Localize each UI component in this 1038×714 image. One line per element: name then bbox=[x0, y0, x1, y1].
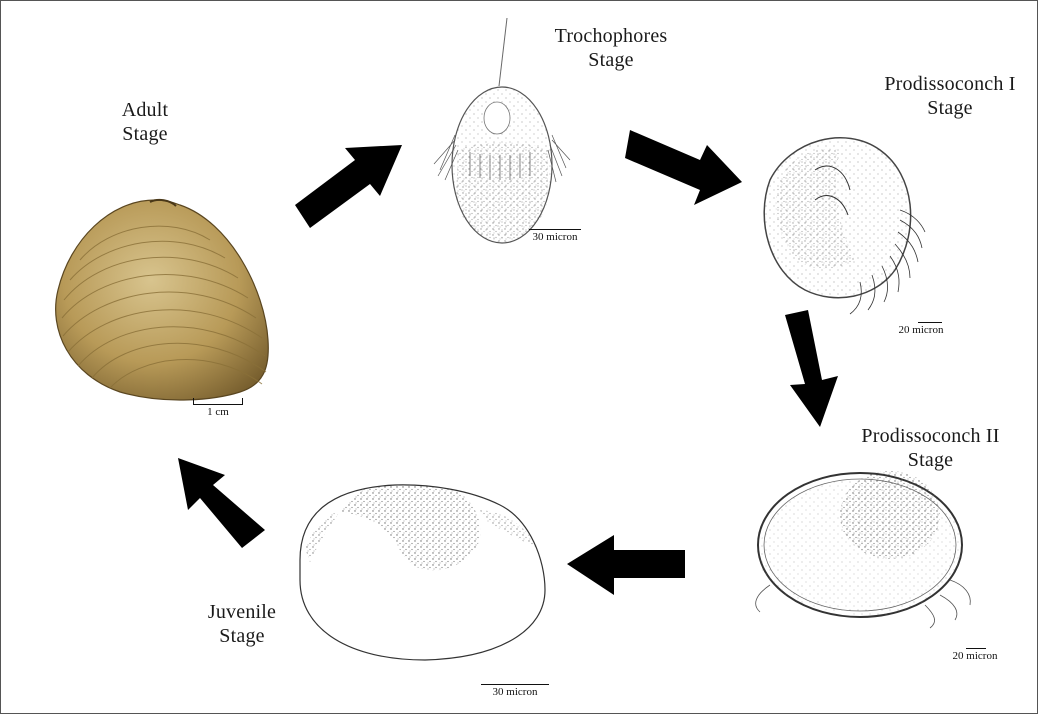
prodissoconch-i-stage-label: Prodissoconch I Stage bbox=[860, 72, 1038, 120]
prodissoconch-i-scale-label: 20 micron bbox=[899, 324, 944, 336]
prodissoconch-ii-scale-label: 20 micron bbox=[953, 650, 998, 662]
prodissoconch-ii-stage-label-line1: Prodissoconch II bbox=[838, 424, 1023, 448]
trochophore-stage-label-line2: Stage bbox=[536, 48, 686, 72]
prodissoconch-ii-stage-label-line2: Stage bbox=[838, 448, 1023, 472]
trochophore-scale-bar: 30 micron bbox=[520, 229, 590, 243]
arrow-prodissoconch-ii-to-juvenile bbox=[567, 535, 685, 595]
prodissoconch-ii-larva bbox=[756, 471, 971, 628]
arrow-juvenile-to-adult bbox=[178, 458, 265, 548]
prodissoconch-ii-scale-bar: 20 micron bbox=[940, 648, 1010, 662]
arrow-adult-to-trochophore bbox=[295, 145, 402, 228]
adult-stage-label-line1: Adult bbox=[100, 98, 190, 122]
prodissoconch-i-stage-label-line2: Stage bbox=[860, 96, 1038, 120]
prodissoconch-ii-stage-label: Prodissoconch II Stage bbox=[838, 424, 1023, 472]
trochophore-stage-label: Trochophores Stage bbox=[536, 24, 686, 72]
trochophore-stage-label-line1: Trochophores bbox=[536, 24, 686, 48]
arrow-prodissoconch-i-to-ii bbox=[785, 310, 838, 427]
prodissoconch-i-larva bbox=[764, 138, 925, 314]
adult-clam-shell bbox=[56, 200, 269, 400]
trochophore-scale-label: 30 micron bbox=[533, 231, 578, 243]
juvenile-stage-label-line1: Juvenile bbox=[192, 600, 292, 624]
juvenile-stage-label-line2: Stage bbox=[192, 624, 292, 648]
adult-scale-bar: 1 cm bbox=[188, 398, 248, 418]
adult-stage-label-line2: Stage bbox=[100, 122, 190, 146]
juvenile-scale-label: 30 micron bbox=[493, 686, 538, 698]
prodissoconch-i-stage-label-line1: Prodissoconch I bbox=[860, 72, 1038, 96]
prodissoconch-i-scale-bar: 20 micron bbox=[886, 322, 956, 336]
arrow-trochophore-to-prodissoconch-i bbox=[625, 130, 742, 205]
juvenile-scale-bar: 30 micron bbox=[478, 684, 552, 698]
adult-stage-label: Adult Stage bbox=[100, 98, 190, 146]
juvenile-stage-label: Juvenile Stage bbox=[192, 600, 292, 648]
juvenile-shell bbox=[300, 485, 545, 660]
adult-scale-label: 1 cm bbox=[207, 406, 229, 418]
